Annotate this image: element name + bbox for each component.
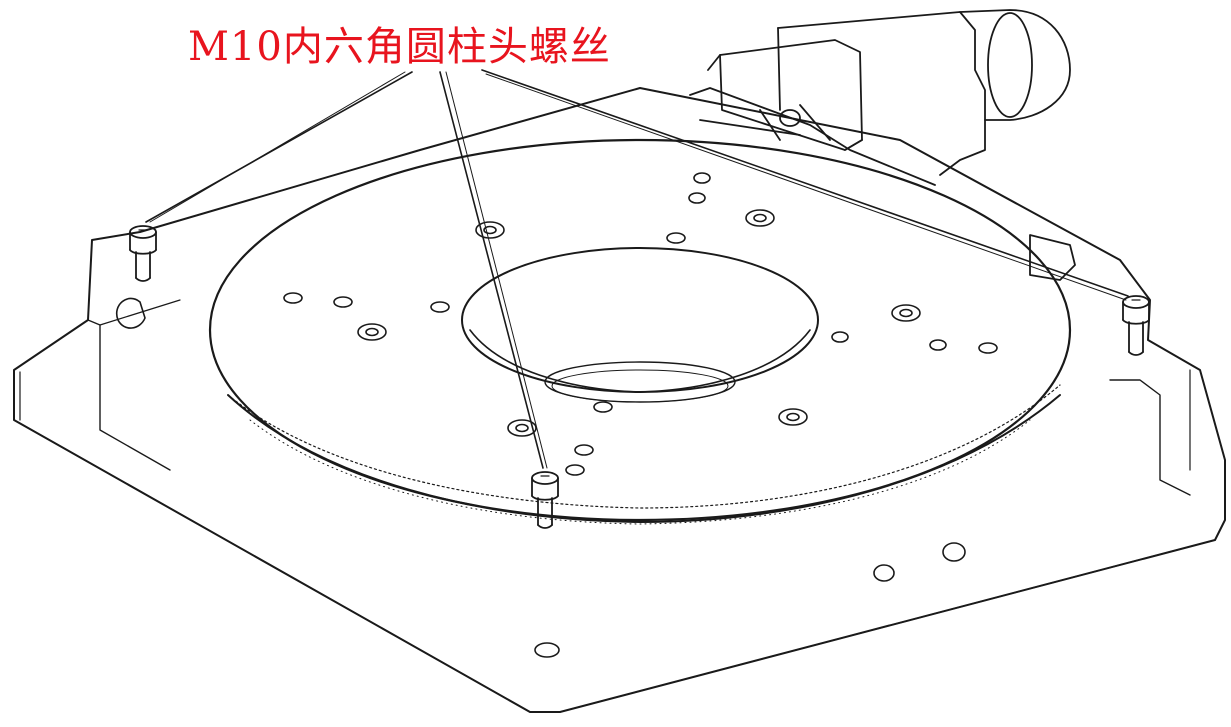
cap-screw-front <box>531 471 559 529</box>
callout-leaders <box>145 69 1129 469</box>
central-bore <box>461 247 819 403</box>
cap-screw-left <box>129 225 157 282</box>
base-holes <box>115 297 966 658</box>
base-plate <box>13 87 1226 713</box>
cap-screw-right <box>1122 295 1150 356</box>
screw-callout-label: M10内六角圆柱头螺丝 <box>188 24 611 70</box>
turntable-disc <box>208 138 1072 525</box>
counterbored-holes <box>357 209 921 437</box>
motor-assembly <box>689 9 1076 281</box>
side-latch-icon <box>115 297 146 329</box>
disc-holes <box>283 172 998 476</box>
